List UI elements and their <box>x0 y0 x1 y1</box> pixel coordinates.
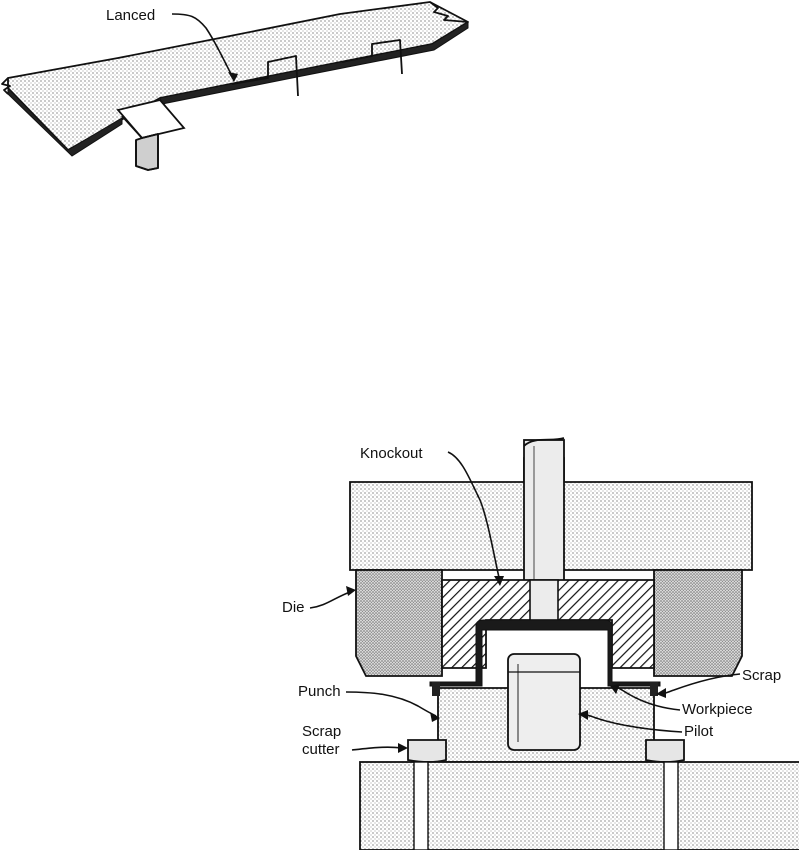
scrap-label: Scrap <box>742 667 781 684</box>
die-block-right <box>654 570 742 676</box>
scrap-cutter-right <box>646 740 684 762</box>
knockout-label: Knockout <box>360 445 423 462</box>
lanced-strip-illustration: Lanced <box>2 2 468 170</box>
die-cross-section <box>350 438 799 850</box>
bent-tab <box>136 134 158 170</box>
die-label: Die <box>282 599 305 616</box>
pilot-label: Pilot <box>684 723 714 740</box>
die-block-left <box>356 570 442 676</box>
scrap-cutter-left <box>408 740 446 762</box>
scrap-cutter-label-line2: cutter <box>302 741 340 758</box>
strip-top-face <box>8 2 468 150</box>
scrap-cutter-label-line1: Scrap <box>302 723 341 740</box>
punch-label: Punch <box>298 683 341 700</box>
workpiece-label: Workpiece <box>682 701 753 718</box>
lanced-label: Lanced <box>106 7 155 24</box>
scrap-left <box>432 682 440 696</box>
